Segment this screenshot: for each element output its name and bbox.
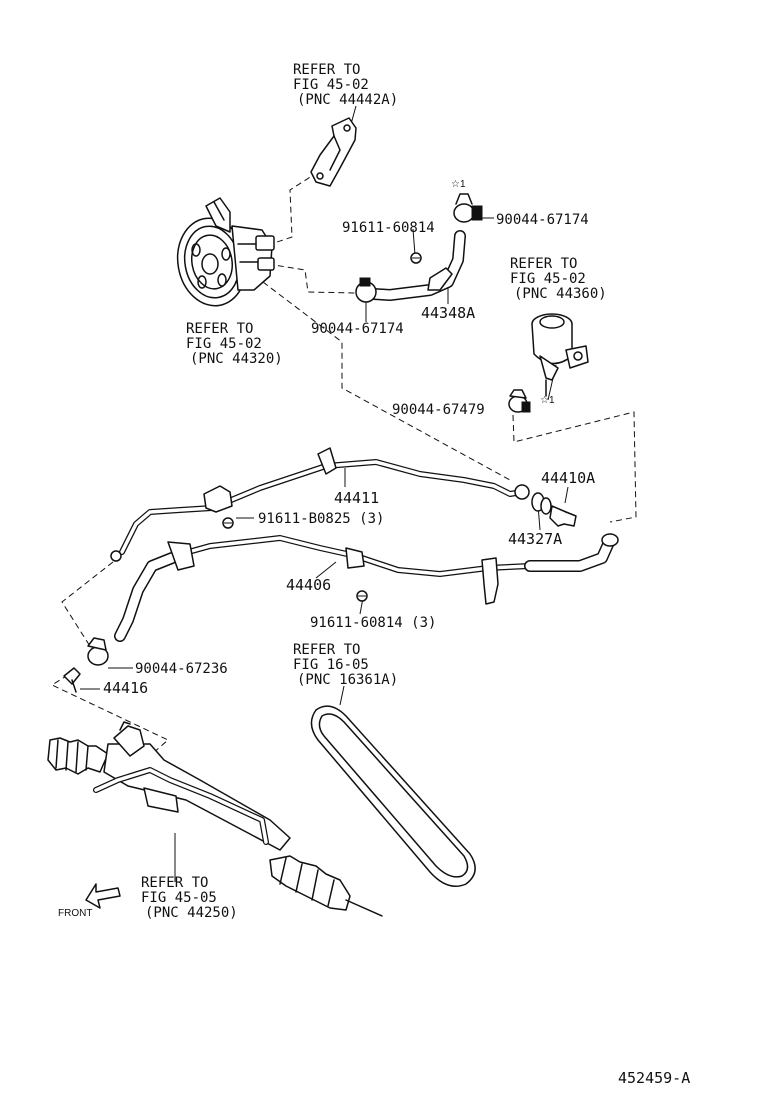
bolt-91611-60814-top xyxy=(410,252,422,264)
ref-bracket-label: REFER TO FIG 45-02 (PNC 44442A) xyxy=(293,62,398,108)
steering-gear xyxy=(47,721,383,917)
drive-belt xyxy=(310,705,476,887)
suction-hose-44348a xyxy=(368,230,466,301)
power-steering-pump xyxy=(176,197,275,307)
part-label-90044-67174-right: 90044-67174 xyxy=(496,212,589,228)
part-label-44327a: 44327A xyxy=(508,530,562,548)
part-label-44406: 44406 xyxy=(286,576,331,594)
reservoir xyxy=(531,313,589,397)
star-mark-top: ☆1 xyxy=(451,179,466,190)
gasket-44327a xyxy=(531,492,552,515)
part-label-91611-b0825: 91611-B0825 (3) xyxy=(258,511,384,527)
part-label-90044-67174-low: 90044-67174 xyxy=(311,321,404,337)
ref-gear-label: REFER TO FIG 45-05 (PNC 44250) xyxy=(141,875,238,921)
part-label-90044-67236: 90044-67236 xyxy=(135,661,228,677)
svg-text:REFER TO: REFER TO xyxy=(141,875,208,891)
ref-belt-label: REFER TO FIG 16-05 (PNC 16361A) xyxy=(293,642,398,688)
svg-text:REFER TO: REFER TO xyxy=(510,256,577,272)
clamp-90044-67174-low xyxy=(355,277,377,303)
svg-text:FIG 45-05: FIG 45-05 xyxy=(141,890,217,906)
svg-text:(PNC 44320): (PNC 44320) xyxy=(190,351,283,367)
clamp-90044-67236 xyxy=(87,637,109,666)
dashed-connectors xyxy=(50,171,637,783)
svg-text:REFER TO: REFER TO xyxy=(186,321,253,337)
svg-text:REFER TO: REFER TO xyxy=(293,62,360,78)
front-arrow-icon xyxy=(85,883,121,909)
part-label-91611-60814-top: 91611-60814 xyxy=(342,220,435,236)
svg-text:FIG 45-02: FIG 45-02 xyxy=(186,336,262,352)
svg-text:(PNC 16361A): (PNC 16361A) xyxy=(297,672,398,688)
bolt-44416 xyxy=(63,667,81,693)
pump-bracket xyxy=(310,117,357,187)
svg-text:(PNC 44250): (PNC 44250) xyxy=(145,905,238,921)
part-label-90044-67479: 90044-67479 xyxy=(392,402,485,418)
part-label-44348a: 44348A xyxy=(421,304,475,322)
ref-pump-label: REFER TO FIG 45-02 (PNC 44320) xyxy=(186,321,283,367)
bolt-91611-b0825 xyxy=(222,517,234,529)
svg-text:FIG 45-02: FIG 45-02 xyxy=(293,77,369,93)
svg-text:FIG 45-02: FIG 45-02 xyxy=(510,271,586,287)
star-mark-reservoir: ☆1 xyxy=(540,395,555,406)
bolt-91611-60814-bot xyxy=(356,590,368,602)
clamp-90044-67174-right xyxy=(453,193,483,223)
front-label: FRONT xyxy=(58,908,92,919)
svg-text:FIG 16-05: FIG 16-05 xyxy=(293,657,369,673)
part-label-44410a: 44410A xyxy=(541,469,595,487)
ref-reservoir-label: REFER TO FIG 45-02 (PNC 44360) xyxy=(510,256,607,302)
svg-text:REFER TO: REFER TO xyxy=(293,642,360,658)
clamp-90044-67479 xyxy=(508,389,531,413)
pressure-tube-44411 xyxy=(110,447,530,562)
svg-text:(PNC 44360): (PNC 44360) xyxy=(514,286,607,302)
part-label-44416: 44416 xyxy=(103,679,148,697)
part-label-91611-60814-bot: 91611-60814 (3) xyxy=(310,615,436,631)
part-label-44411: 44411 xyxy=(334,489,379,507)
svg-text:(PNC 44442A): (PNC 44442A) xyxy=(297,92,398,108)
return-hose-44406 xyxy=(114,533,619,642)
union-bolt-44410a xyxy=(549,505,577,527)
diagram-id: 452459-A xyxy=(618,1069,690,1087)
